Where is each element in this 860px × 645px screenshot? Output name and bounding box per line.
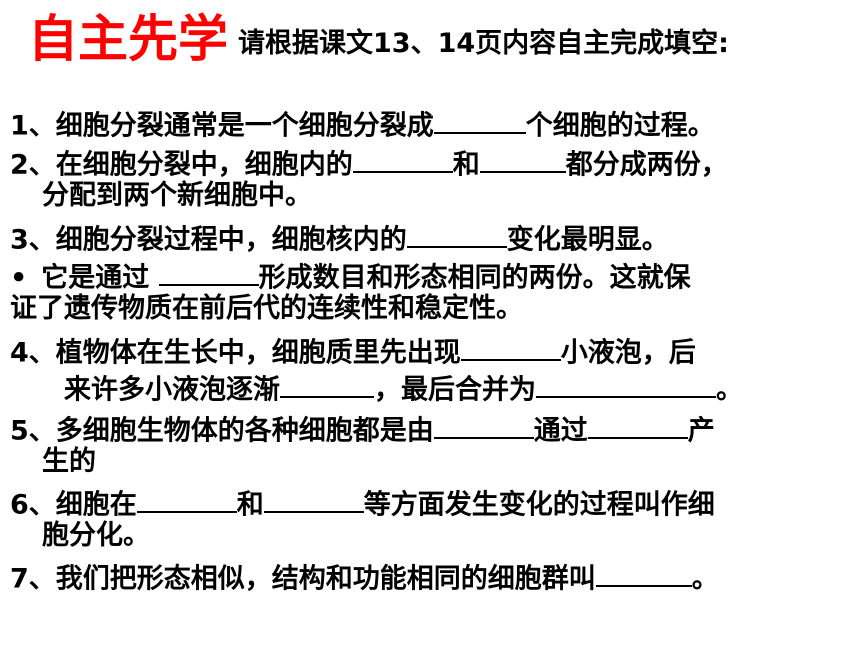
question-text: 、细胞在 xyxy=(28,489,137,521)
answer-blank[interactable] xyxy=(263,487,364,514)
title-row: 自主先学 请根据课文13、14页内容自主完成填空: xyxy=(28,14,729,64)
question-5-continued: 生的 xyxy=(42,446,96,478)
question-text: 分配到两个新细胞中。 xyxy=(42,180,312,211)
question-2: 2、在细胞分裂中，细胞内的 和 都分成两份， xyxy=(10,147,728,182)
instruction-text: 请根据课文13、14页内容自主完成填空: xyxy=(238,28,729,59)
question-text: 、植物体在生长中，细胞质里先出现 xyxy=(28,337,461,369)
question-text: 来许多小液泡逐渐 xyxy=(64,374,280,406)
answer-blank[interactable] xyxy=(536,372,716,399)
question-number: 2 xyxy=(10,149,29,181)
question-2-continued: 分配到两个新细胞中。 xyxy=(42,180,312,212)
question-number: 6 xyxy=(10,489,29,521)
answer-blank[interactable] xyxy=(158,260,259,287)
question-text: 变化最明显。 xyxy=(506,224,669,256)
question-text: 它是通过 xyxy=(41,262,159,294)
question-text: 胞分化。 xyxy=(42,520,150,551)
bullet-item: • 它是通过 形成数目和形态相同的两份。这就保 xyxy=(10,260,691,295)
question-text: ，最后合并为 xyxy=(374,374,536,406)
question-text: 和 xyxy=(452,149,480,181)
question-text: 通过 xyxy=(533,415,588,447)
answer-blank[interactable] xyxy=(460,335,561,362)
answer-blank[interactable] xyxy=(433,413,534,440)
question-5: 5、多细胞生物体的各种细胞都是由 通过 产 xyxy=(10,413,715,448)
question-text: 。 xyxy=(716,374,743,406)
answer-blank[interactable] xyxy=(479,147,566,174)
question-text: 证了遗传物质在前后代的连续性和稳定性。 xyxy=(10,293,523,324)
question-text: 、多细胞生物体的各种细胞都是由 xyxy=(28,415,434,447)
page-title: 自主先学 xyxy=(28,10,228,68)
question-text: 都分成两份， xyxy=(565,149,728,181)
question-number: 7 xyxy=(10,563,29,595)
question-text: 等方面发生变化的过程叫作细 xyxy=(363,489,715,521)
question-text: 生的 xyxy=(42,446,96,477)
question-6: 6、细胞在 和 等方面发生变化的过程叫作细 xyxy=(10,487,715,522)
answer-blank[interactable] xyxy=(136,487,237,514)
question-text: 。 xyxy=(691,563,719,595)
question-text: 形成数目和形态相同的两份。这就保 xyxy=(258,262,691,294)
question-text: 、细胞分裂过程中，细胞核内的 xyxy=(28,224,407,256)
question-7: 7、我们把形态相似，结构和功能相同的细胞群叫 。 xyxy=(10,561,719,596)
bullet-marker: • xyxy=(10,262,28,294)
question-3: 3、细胞分裂过程中，细胞核内的 变化最明显。 xyxy=(10,222,669,257)
answer-blank[interactable] xyxy=(352,147,453,174)
answer-blank[interactable] xyxy=(280,372,374,399)
question-text: 、在细胞分裂中，细胞内的 xyxy=(28,149,353,181)
bullet-item-continued: 证了遗传物质在前后代的连续性和稳定性。 xyxy=(10,293,523,325)
answer-blank[interactable] xyxy=(587,413,688,440)
question-1: 1、细胞分裂通常是一个细胞分裂成 个细胞的过程。 xyxy=(10,108,715,143)
answer-blank[interactable] xyxy=(433,108,526,135)
answer-blank[interactable] xyxy=(595,561,692,588)
question-text: 产 xyxy=(687,415,715,447)
question-text: 小液泡，后 xyxy=(560,337,696,369)
answer-blank[interactable] xyxy=(406,222,507,249)
question-text: 和 xyxy=(236,489,264,521)
question-number: 5 xyxy=(10,415,29,447)
question-number: 3 xyxy=(10,224,29,256)
question-4: 4、植物体在生长中，细胞质里先出现 小液泡，后 xyxy=(10,335,696,370)
question-4-continued: 来许多小液泡逐渐 ，最后合并为 。 xyxy=(64,372,743,407)
question-text: 、我们把形态相似，结构和功能相同的细胞群叫 xyxy=(28,563,596,595)
question-number: 4 xyxy=(10,337,29,369)
question-number: 1 xyxy=(10,110,29,142)
question-text: 个细胞的过程。 xyxy=(525,110,715,142)
question-6-continued: 胞分化。 xyxy=(42,520,150,552)
question-text: 、细胞分裂通常是一个细胞分裂成 xyxy=(28,110,434,142)
